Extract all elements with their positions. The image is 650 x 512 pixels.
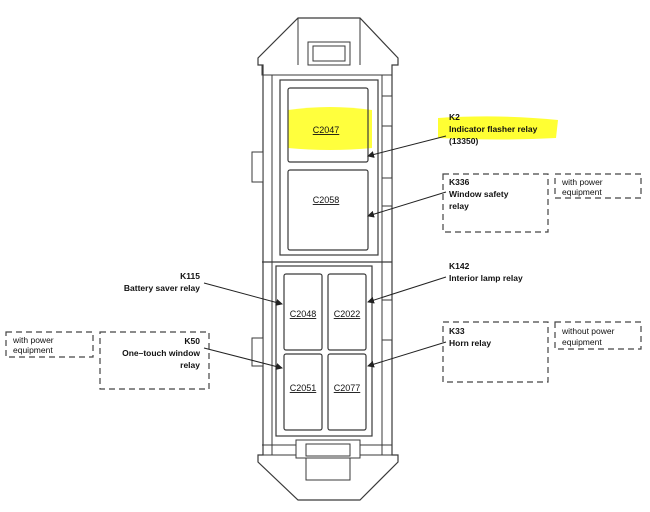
cavity-c2048 [283,273,323,351]
leader-k2 [367,135,447,158]
cavity-c2022 [327,273,367,351]
leader-k33 [367,341,447,368]
note-box-k33 [442,321,549,383]
cavity-c2077 [327,353,367,431]
note-box-k336 [442,173,549,233]
connector-label-c2077: C2077 [334,383,361,393]
relay-name-k2: Indicator flasher relay [449,124,538,134]
leader-k336 [367,191,447,218]
note-with-power-left-line2: equipment [13,345,53,355]
highlight-c2047 [288,107,372,150]
relay-id-k142: K142 [449,261,470,271]
connector-label-c2047: C2047 [313,125,340,135]
relay-id-k50: K50 [184,336,200,346]
relay-id-k115: K115 [180,271,200,281]
connector-label-c2058: C2058 [313,195,340,205]
relay-name-k142: Interior lamp relay [449,273,523,283]
cavity-c2058 [287,169,369,251]
note-box-k50 [99,331,210,390]
relay-id-k336: K336 [449,177,470,187]
relay-id-k33: K33 [449,326,465,336]
note-with-power-right-line2: equipment [562,187,602,197]
highlight-k2-label [438,116,558,140]
note-with-power-left-line1: with power [12,335,54,345]
relay-name2-k336: relay [449,201,469,211]
housing-bottom-details [262,439,392,481]
relay-name-k115: Battery saver relay [124,283,200,293]
housing-side-tabs [251,95,393,367]
relay-name-k336: Window safety [449,189,509,199]
note-without-power-right-line1: without power [561,326,615,336]
note-box-without-power-right [554,321,642,350]
relay-part-k2: (13350) [449,136,478,146]
connector-label-c2022: C2022 [334,309,361,319]
note-without-power-right-line2: equipment [562,337,602,347]
relay-name2-k50: relay [180,360,200,370]
note-box-with-power-left [5,331,94,358]
connector-label-c2051: C2051 [290,383,317,393]
leader-k115 [203,282,283,306]
leader-k142 [367,276,447,304]
note-with-power-right-line1: with power [561,177,603,187]
leader-k50 [203,347,283,370]
note-box-with-power-right [554,173,642,199]
relay-name-k33: Horn relay [449,338,491,348]
connector-label-c2048: C2048 [290,309,317,319]
cavity-c2051 [283,353,323,431]
cavity-c2047 [287,87,369,163]
relay-name-k50: One–touch window [122,348,200,358]
relay-id-k2: K2 [449,112,460,122]
